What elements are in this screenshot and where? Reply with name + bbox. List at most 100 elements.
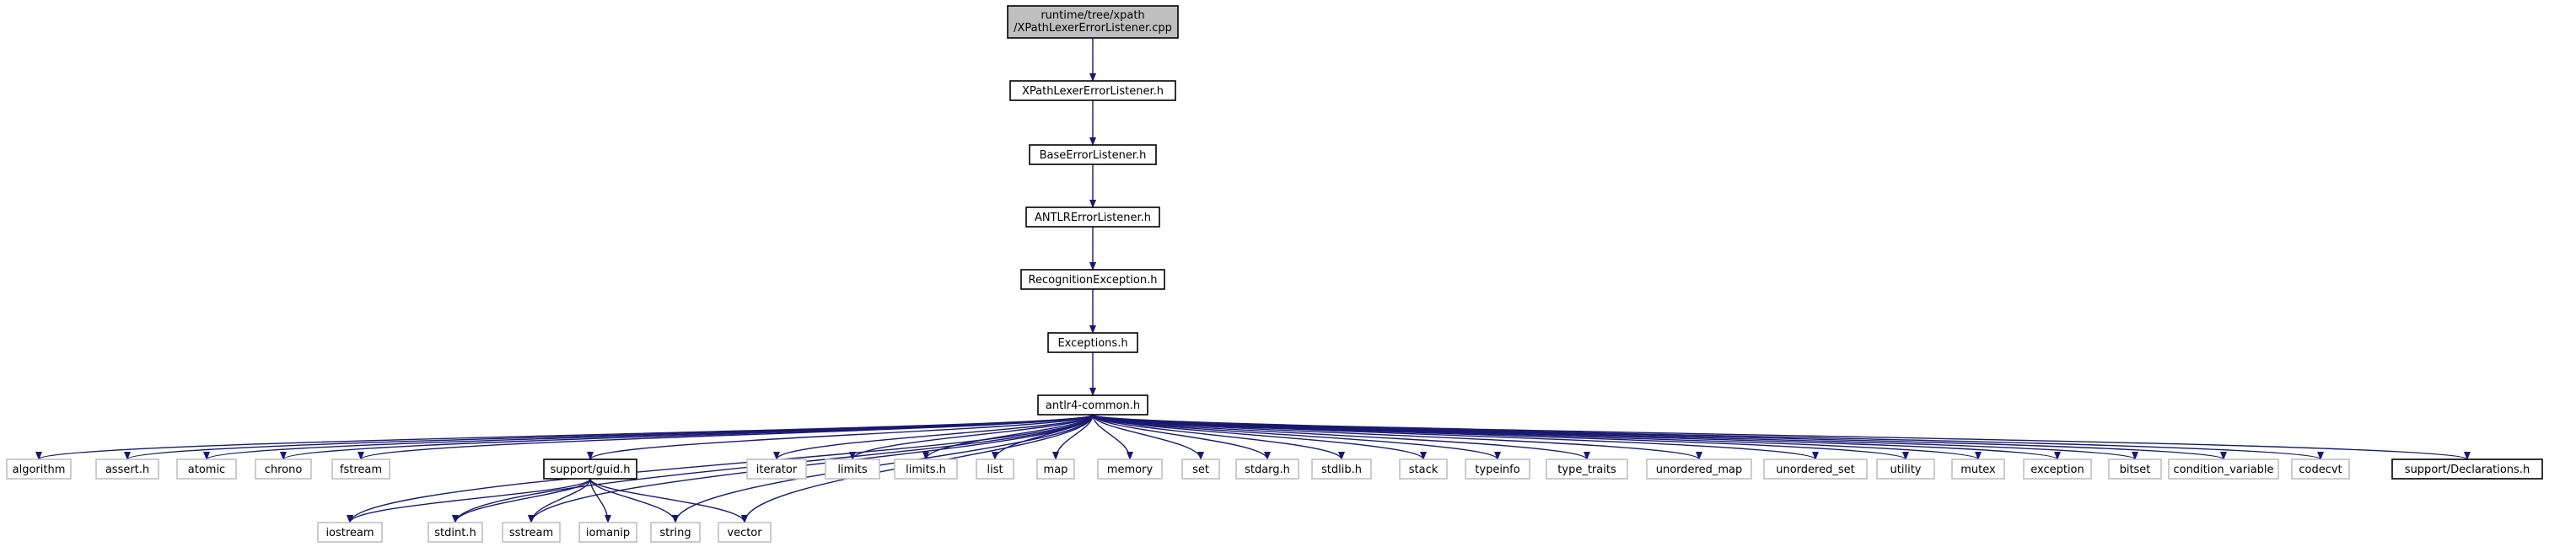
node-chrono: chrono — [255, 459, 312, 480]
node-recognitionexception-h[interactable]: RecognitionException.h — [1020, 269, 1165, 290]
node-set: set — [1181, 459, 1220, 480]
edges-layer — [35, 38, 2471, 523]
edge-common-to-stack — [1092, 414, 1427, 460]
node-box — [976, 459, 1014, 480]
node-box — [1951, 459, 2005, 480]
node-box — [746, 459, 807, 480]
node-box — [1020, 269, 1165, 290]
node-label: list — [987, 464, 1003, 476]
node-box — [1029, 144, 1157, 165]
edge-guid-to-vector — [589, 478, 748, 523]
node-box — [1763, 459, 1868, 480]
node-antlrerrorlistener-h[interactable]: ANTLRErrorListener.h — [1025, 206, 1160, 228]
node-label: sstream — [509, 527, 553, 539]
node-box — [255, 459, 312, 480]
node-box — [1181, 459, 1220, 480]
node-stack: stack — [1399, 459, 1448, 480]
node-label: algorithm — [13, 464, 66, 476]
nodes-layer: runtime/tree/xpath/XPathLexerErrorListen… — [6, 5, 2543, 543]
node-label: limits.h — [906, 464, 946, 476]
node-box — [1036, 459, 1075, 480]
node-box — [2391, 459, 2543, 480]
node-typeinfo: typeinfo — [1465, 459, 1530, 480]
edge-common-to-string — [672, 414, 1094, 523]
node-box — [317, 522, 383, 543]
node-xpathlexererrorlistener-h[interactable]: XPathLexerErrorListener.h — [1009, 80, 1176, 101]
node-exception: exception — [2023, 459, 2092, 480]
node-baseerrorlistener-h[interactable]: BaseErrorListener.h — [1029, 144, 1157, 165]
node-box — [650, 522, 701, 543]
node-box — [894, 459, 958, 480]
edge-common-to-type_traits — [1092, 414, 1590, 460]
node-limits: limits — [825, 459, 880, 480]
node-iomanip: iomanip — [578, 522, 637, 543]
node-bitset: bitset — [2108, 459, 2162, 480]
node-support-guid-h[interactable]: support/guid.h — [543, 459, 637, 480]
node-box — [1311, 459, 1372, 480]
node-label: iomanip — [586, 527, 630, 539]
node-exceptions-h[interactable]: Exceptions.h — [1047, 332, 1138, 353]
node-label: support/guid.h — [550, 464, 630, 476]
node-box — [1399, 459, 1448, 480]
node-label: stdarg.h — [1245, 464, 1290, 476]
node-box — [176, 459, 237, 480]
node-label: condition_variable — [2173, 464, 2273, 476]
node-stdarg-h: stdarg.h — [1235, 459, 1299, 480]
node-antlr4-common-h[interactable]: antlr4-common.h — [1037, 394, 1148, 416]
node-mutex: mutex — [1951, 459, 2005, 480]
node-unordered-map: unordered_map — [1646, 459, 1752, 480]
node-box — [1646, 459, 1752, 480]
node-label: BaseErrorListener.h — [1040, 149, 1147, 162]
root-label-line: runtime/tree/xpath — [1041, 9, 1144, 22]
edge-common-to-fstream — [358, 414, 1094, 460]
node-label: vector — [727, 527, 762, 539]
node-box — [2168, 459, 2279, 480]
node-box — [2291, 459, 2350, 480]
node-limits-h: limits.h — [894, 459, 958, 480]
node-vector: vector — [718, 522, 772, 543]
root-label-line: /XPathLexerErrorListener.cpp — [1014, 22, 1172, 35]
node-fstream: fstream — [331, 459, 390, 480]
node-label: iterator — [756, 464, 798, 476]
node-sstream: sstream — [502, 522, 561, 543]
node-label: fstream — [340, 464, 382, 476]
node-box — [718, 522, 772, 543]
node-memory: memory — [1097, 459, 1163, 480]
edge-common-to-limitsh — [922, 414, 1094, 460]
node-assert-h: assert.h — [95, 459, 159, 480]
node-box — [1009, 80, 1176, 101]
node-label: support/Declarations.h — [2405, 464, 2530, 476]
node-box — [1546, 459, 1628, 480]
edge-common-to-unordered_map — [1092, 414, 1702, 460]
node-box — [331, 459, 390, 480]
node-box — [825, 459, 880, 480]
node-algorithm: algorithm — [6, 459, 72, 480]
node-label: set — [1192, 464, 1209, 476]
node-support-declarations-h[interactable]: support/Declarations.h — [2391, 459, 2543, 480]
node-box — [543, 459, 637, 480]
node-label: bitset — [2120, 464, 2151, 476]
node-label: Exceptions.h — [1057, 337, 1127, 350]
edge-guid-to-string — [589, 478, 679, 523]
node-condition-variable: condition_variable — [2168, 459, 2279, 480]
node-box — [1025, 206, 1160, 228]
node-stdint-h: stdint.h — [428, 522, 483, 543]
node-type-traits: type_traits — [1546, 459, 1628, 480]
node-box — [1097, 459, 1163, 480]
node-box — [1007, 5, 1179, 39]
node-list: list — [976, 459, 1014, 480]
edge-guid-to-sstream — [528, 478, 591, 523]
edge-common-to-iterator — [773, 414, 1094, 460]
node-box — [502, 522, 561, 543]
node-box — [428, 522, 483, 543]
node-unordered-set: unordered_set — [1763, 459, 1868, 480]
node-box — [1235, 459, 1299, 480]
node-atomic: atomic — [176, 459, 237, 480]
node-box — [1047, 332, 1138, 353]
node-label: antlr4-common.h — [1046, 400, 1140, 412]
node-box — [1876, 459, 1935, 480]
edge-common-to-stdarg — [1092, 414, 1271, 460]
node-label: chrono — [265, 464, 303, 476]
node-label: typeinfo — [1475, 464, 1519, 476]
